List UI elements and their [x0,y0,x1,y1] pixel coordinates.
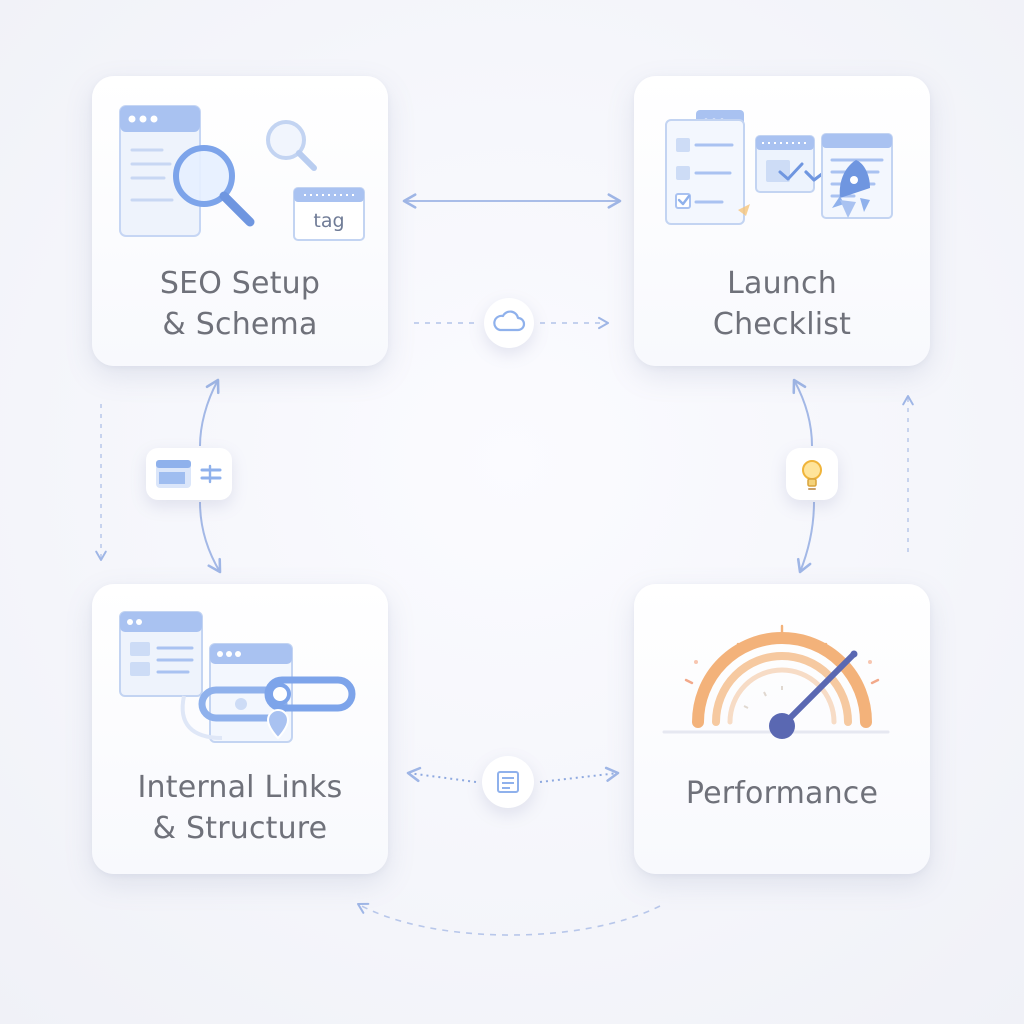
cloud-icon [493,310,526,332]
cloud-chip [484,298,534,348]
speedometer-icon [662,624,890,739]
document-chip [482,756,534,808]
launch-title-line-2: Checklist [712,307,852,342]
rocket-icon [832,160,870,218]
seo-title-line-1: SEO Setup [159,266,321,301]
magnifier-icon [173,145,255,227]
bottom-dashed-curve [356,902,661,936]
layout-icon [156,460,222,488]
right-curved-arrow-bottom [796,501,815,574]
document-icon [497,771,519,793]
lightbulb-icon [802,460,822,490]
links-card-title: Internal Links & Structure [92,767,388,849]
seo-illustration [119,105,365,241]
launch-title-line-1: Launch [727,266,837,301]
launch-checklist-card[interactable]: Launch Checklist [634,76,930,366]
left-curved-arrow-top [199,378,220,447]
bottom-dotted-arrow-left [406,766,477,783]
pin-icon [266,709,290,740]
launch-card-title: Launch Checklist [634,263,930,345]
performance-card[interactable]: Performance [634,584,930,874]
bottom-dotted-arrow-right [539,766,620,783]
tag-box [293,187,365,241]
left-curved-arrow-bottom [199,501,222,574]
chain-link-icon [198,676,356,722]
internal-links-illustration [119,611,356,743]
links-title-line-2: & Structure [152,811,328,846]
seo-title-line-2: & Schema [162,307,318,342]
seo-card-title: SEO Setup & Schema [92,263,388,345]
layout-chip [146,448,232,500]
right-curved-arrow-top [792,378,813,447]
links-title-line-1: Internal Links [137,770,343,805]
small-magnifier-icon [266,120,317,171]
performance-card-title: Performance [634,773,930,814]
lightbulb-chip [786,448,838,500]
tag-label: tag [313,210,345,232]
seo-setup-card[interactable]: tag SEO Setup & Schema [92,76,388,366]
internal-links-card[interactable]: Internal Links & Structure [92,584,388,874]
performance-illustration [662,624,890,739]
performance-title: Performance [685,776,879,811]
launch-illustration [665,110,893,225]
